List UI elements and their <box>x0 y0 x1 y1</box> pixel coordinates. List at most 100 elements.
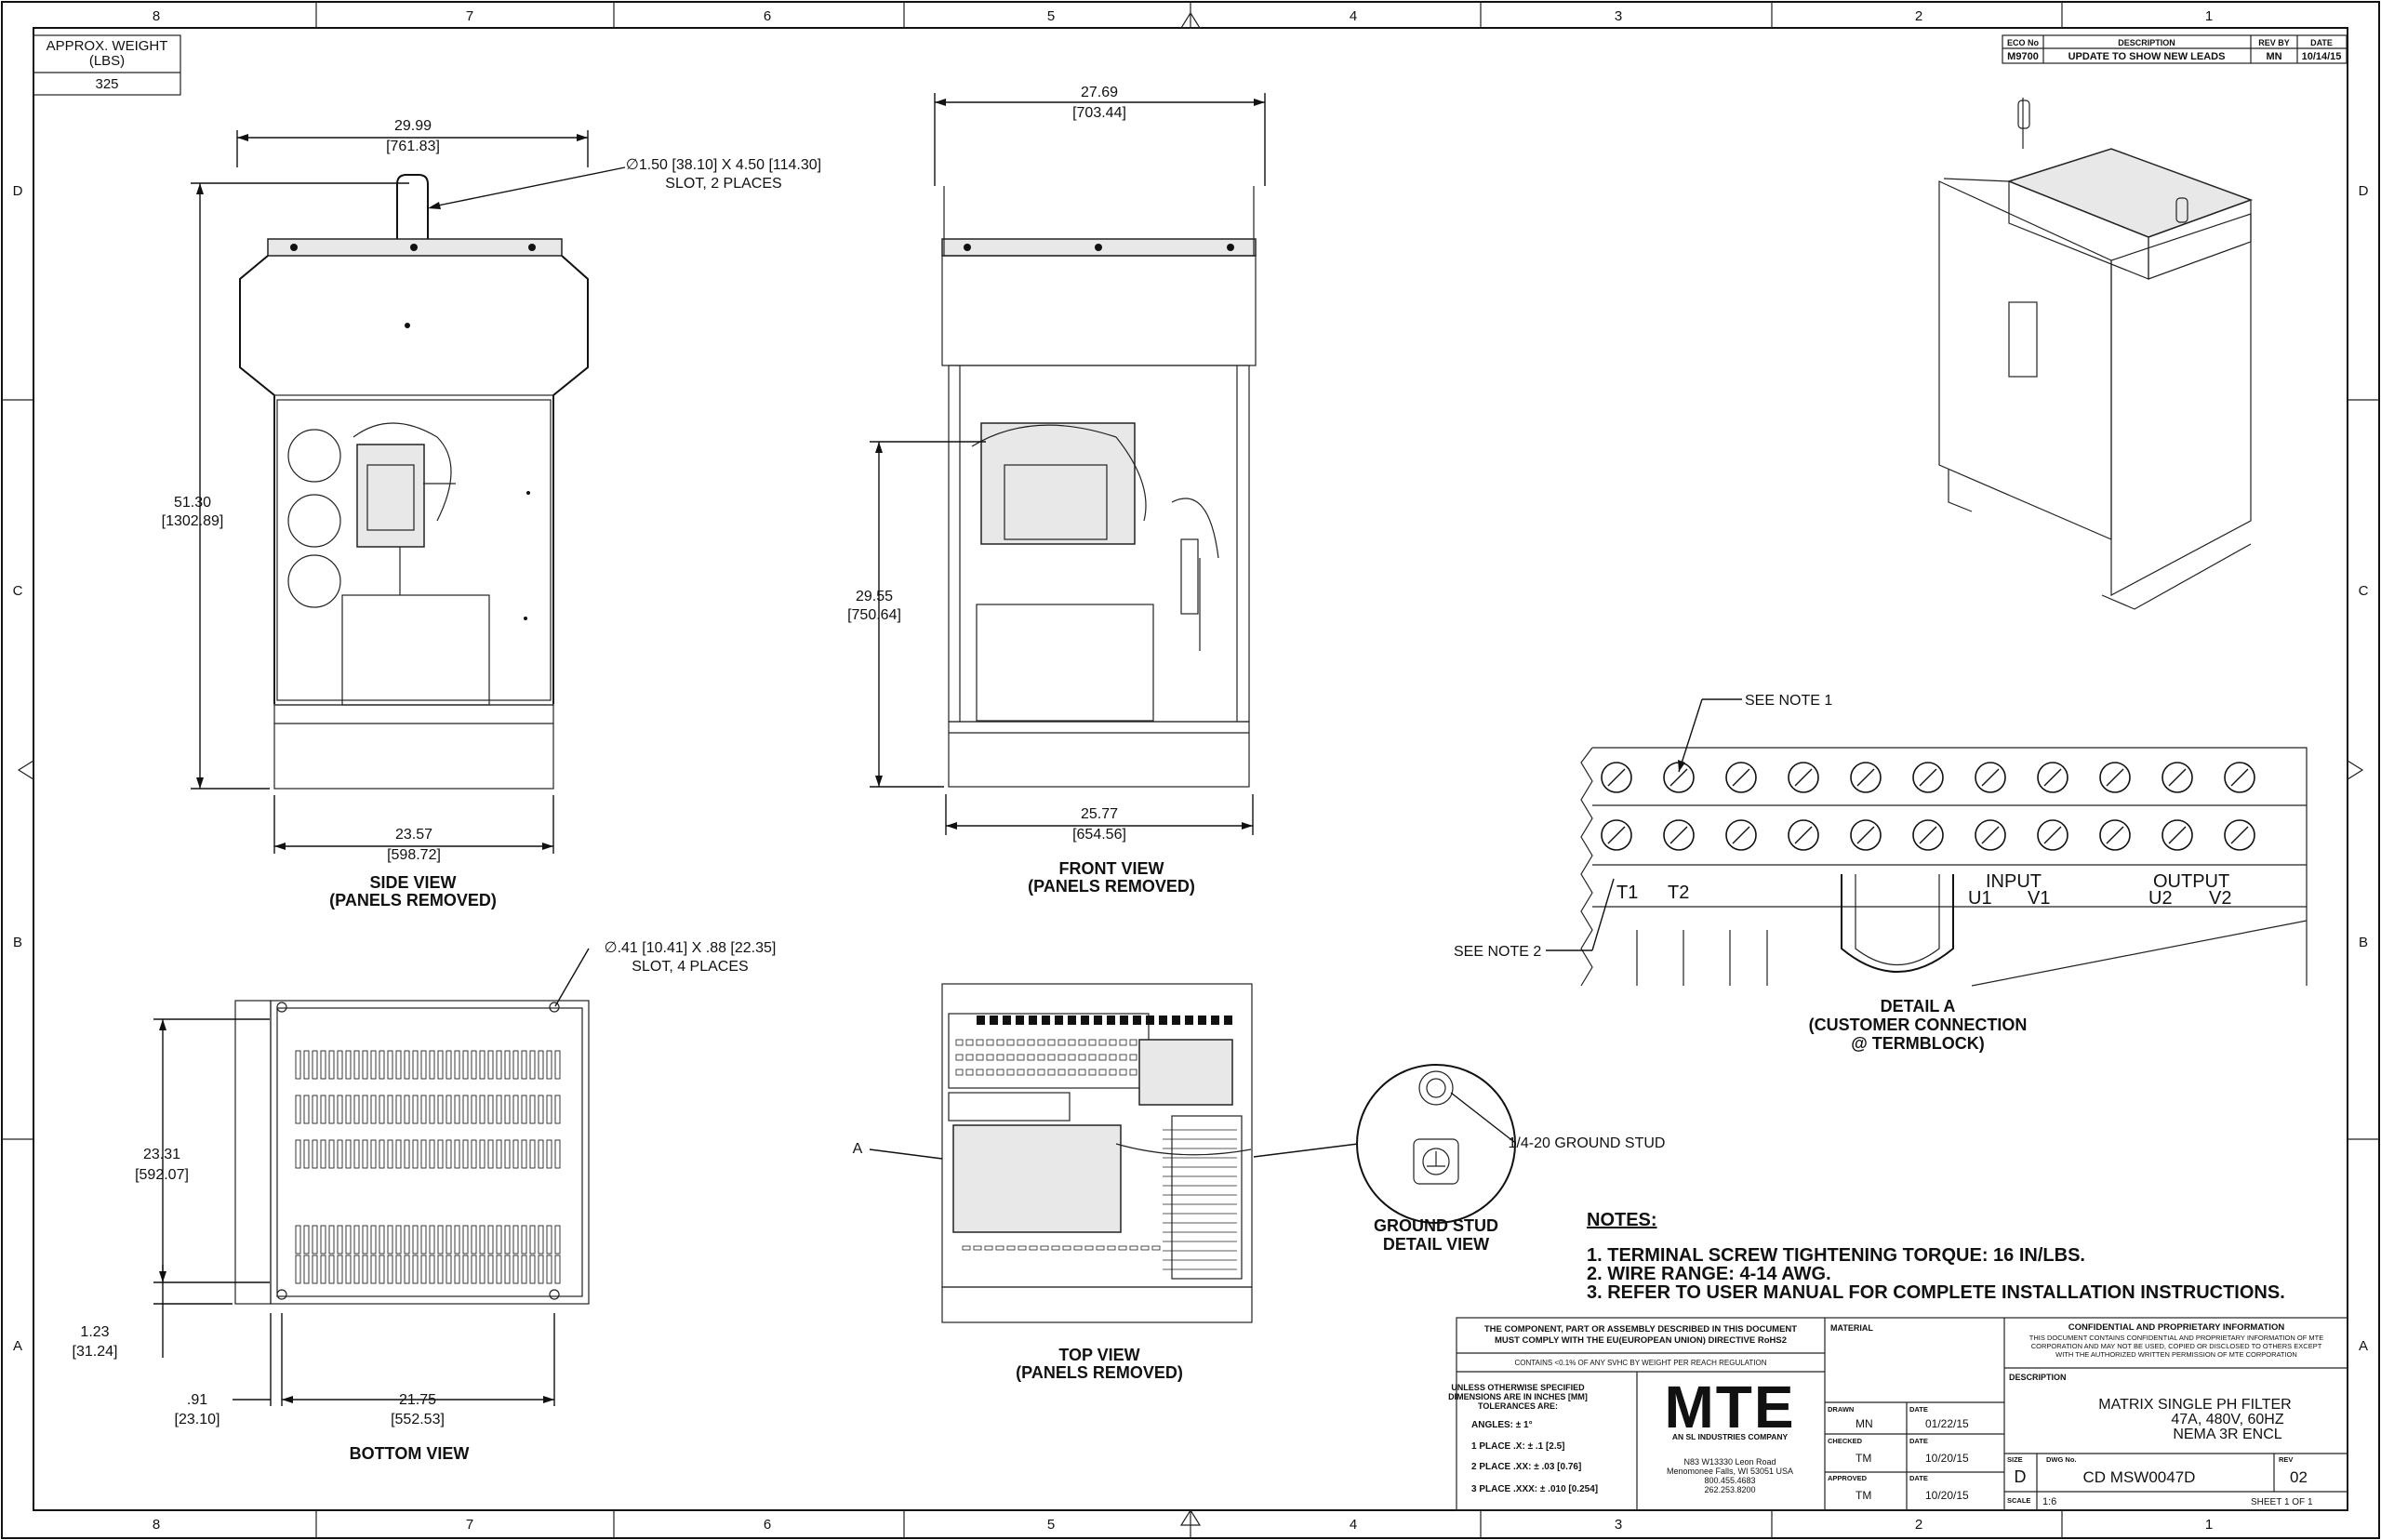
vent-slot <box>454 1255 460 1284</box>
vent-slot <box>546 1095 552 1124</box>
detail-a-subtitle: (CUSTOMER CONNECTION <box>1809 1016 2028 1034</box>
terminal-screw <box>1788 762 1819 793</box>
vent-slot <box>1027 1069 1035 1076</box>
vent-slot <box>496 1225 502 1255</box>
address-line: 800.455.4683 <box>1704 1476 1755 1485</box>
vent-slot <box>454 1225 460 1255</box>
vent-slot <box>353 1225 360 1255</box>
top-view-callout: A <box>853 1141 943 1160</box>
vent-slot <box>1133 1016 1141 1025</box>
vent-slot <box>387 1225 393 1255</box>
terminal-screw <box>1725 819 1757 851</box>
vent-slot <box>379 1255 385 1284</box>
bottom-view-dimensions: 23.31 [592.07] 1.23 [31.24] .91 [23.10] … <box>73 940 777 1427</box>
vent-slot <box>1129 1054 1137 1061</box>
vent-slot <box>420 1139 427 1169</box>
vent-slot <box>1211 1016 1219 1025</box>
ground-stud-callout: 1/4-20 GROUND STUD <box>1509 1135 1666 1151</box>
vent-slot <box>487 1050 494 1080</box>
col-label: 7 <box>466 8 473 24</box>
tolerance-2place: 2 PLACE .XX: ± .03 [0.76] <box>1471 1462 1581 1472</box>
vent-slot <box>337 1255 343 1284</box>
terminal-label: T1 <box>1616 883 1638 903</box>
confidential-text: WITH THE AUTHORIZED WRITTEN PERMISSION O… <box>2055 1350 2297 1359</box>
terminal-screw <box>1725 762 1757 793</box>
vent-slot <box>1081 1016 1089 1025</box>
bottom-view-vents <box>295 1050 561 1284</box>
vent-slot <box>962 1245 971 1251</box>
vent-slot <box>955 1039 964 1046</box>
vent-slot <box>554 1225 561 1255</box>
vent-slot <box>1096 1245 1105 1251</box>
vent-slot <box>479 1050 486 1080</box>
col-label: 1 <box>2205 1517 2213 1533</box>
vent-slot <box>437 1095 444 1124</box>
checked-label: CHECKED <box>1828 1437 1863 1445</box>
vent-slot <box>471 1255 477 1284</box>
rev-cell: MN <box>2266 51 2281 62</box>
rev-header: REV BY <box>2258 38 2290 47</box>
rev-header: DATE <box>2310 38 2333 47</box>
vent-slot <box>370 1225 377 1255</box>
vent-slot <box>328 1255 335 1284</box>
vent-slot <box>487 1139 494 1169</box>
vent-slot <box>303 1139 310 1169</box>
description-line: NEMA 3R ENCL <box>2173 1427 2281 1442</box>
col-label: 8 <box>153 8 160 24</box>
vent-slot <box>387 1095 393 1124</box>
vent-slot <box>1088 1069 1097 1076</box>
vent-slot <box>546 1139 552 1169</box>
vent-slot <box>512 1255 519 1284</box>
approved-by: TM <box>1856 1489 1871 1502</box>
vent-slot <box>1109 1039 1117 1046</box>
vent-slot <box>437 1225 444 1255</box>
vent-slot <box>395 1139 402 1169</box>
rohs-note: MUST COMPLY WITH THE EU(EUROPEAN UNION) … <box>1495 1335 1787 1346</box>
vent-slot <box>995 1245 1004 1251</box>
dim-value: [31.24] <box>73 1344 118 1360</box>
dim-value: 23.31 <box>143 1147 180 1162</box>
vent-slot <box>1120 1016 1128 1025</box>
col-label: 5 <box>1047 1517 1055 1533</box>
detail-a-title: DETAIL A <box>1881 997 1956 1016</box>
detail-a-screws <box>1601 762 2255 851</box>
vent-slot <box>496 1050 502 1080</box>
vent-slot <box>955 1054 964 1061</box>
vent-slot <box>454 1139 460 1169</box>
approved-label: APPROVED <box>1828 1474 1868 1482</box>
vent-slot <box>973 1245 982 1251</box>
vent-slot <box>1107 1245 1116 1251</box>
vent-slot <box>312 1050 318 1080</box>
col-label: 6 <box>764 8 771 24</box>
vent-slot <box>986 1054 994 1061</box>
vent-slot <box>504 1225 511 1255</box>
bottom-view-drawing <box>234 1000 590 1305</box>
vent-slot <box>395 1095 402 1124</box>
screw-slot <box>2230 768 2249 787</box>
bottom-view-title: BOTTOM VIEW <box>350 1444 470 1463</box>
vent-slot <box>529 1225 536 1255</box>
vent-slot <box>976 1039 984 1046</box>
vent-slot <box>504 1255 511 1284</box>
vent-slot <box>379 1139 385 1169</box>
dim-value: [598.72] <box>387 847 441 863</box>
vent-slot <box>353 1255 360 1284</box>
vent-slot <box>487 1255 494 1284</box>
terminal-label: U2 <box>2148 888 2173 909</box>
screw-slot <box>2168 826 2187 844</box>
vent-slot <box>320 1225 326 1255</box>
terminal-screw <box>1663 819 1695 851</box>
vent-slot <box>512 1225 519 1255</box>
vent-slot <box>1140 1245 1150 1251</box>
vent-slot <box>1098 1069 1107 1076</box>
vent-slot <box>395 1255 402 1284</box>
vent-slot <box>496 1139 502 1169</box>
vent-slot <box>362 1255 368 1284</box>
vent-slot <box>420 1050 427 1080</box>
vent-slot <box>1078 1069 1086 1076</box>
vent-slot <box>521 1050 527 1080</box>
dim-value: [552.53] <box>391 1412 445 1427</box>
rev-header: ECO No <box>2007 38 2040 47</box>
screw-slot <box>1607 768 1626 787</box>
vent-slot <box>328 1050 335 1080</box>
